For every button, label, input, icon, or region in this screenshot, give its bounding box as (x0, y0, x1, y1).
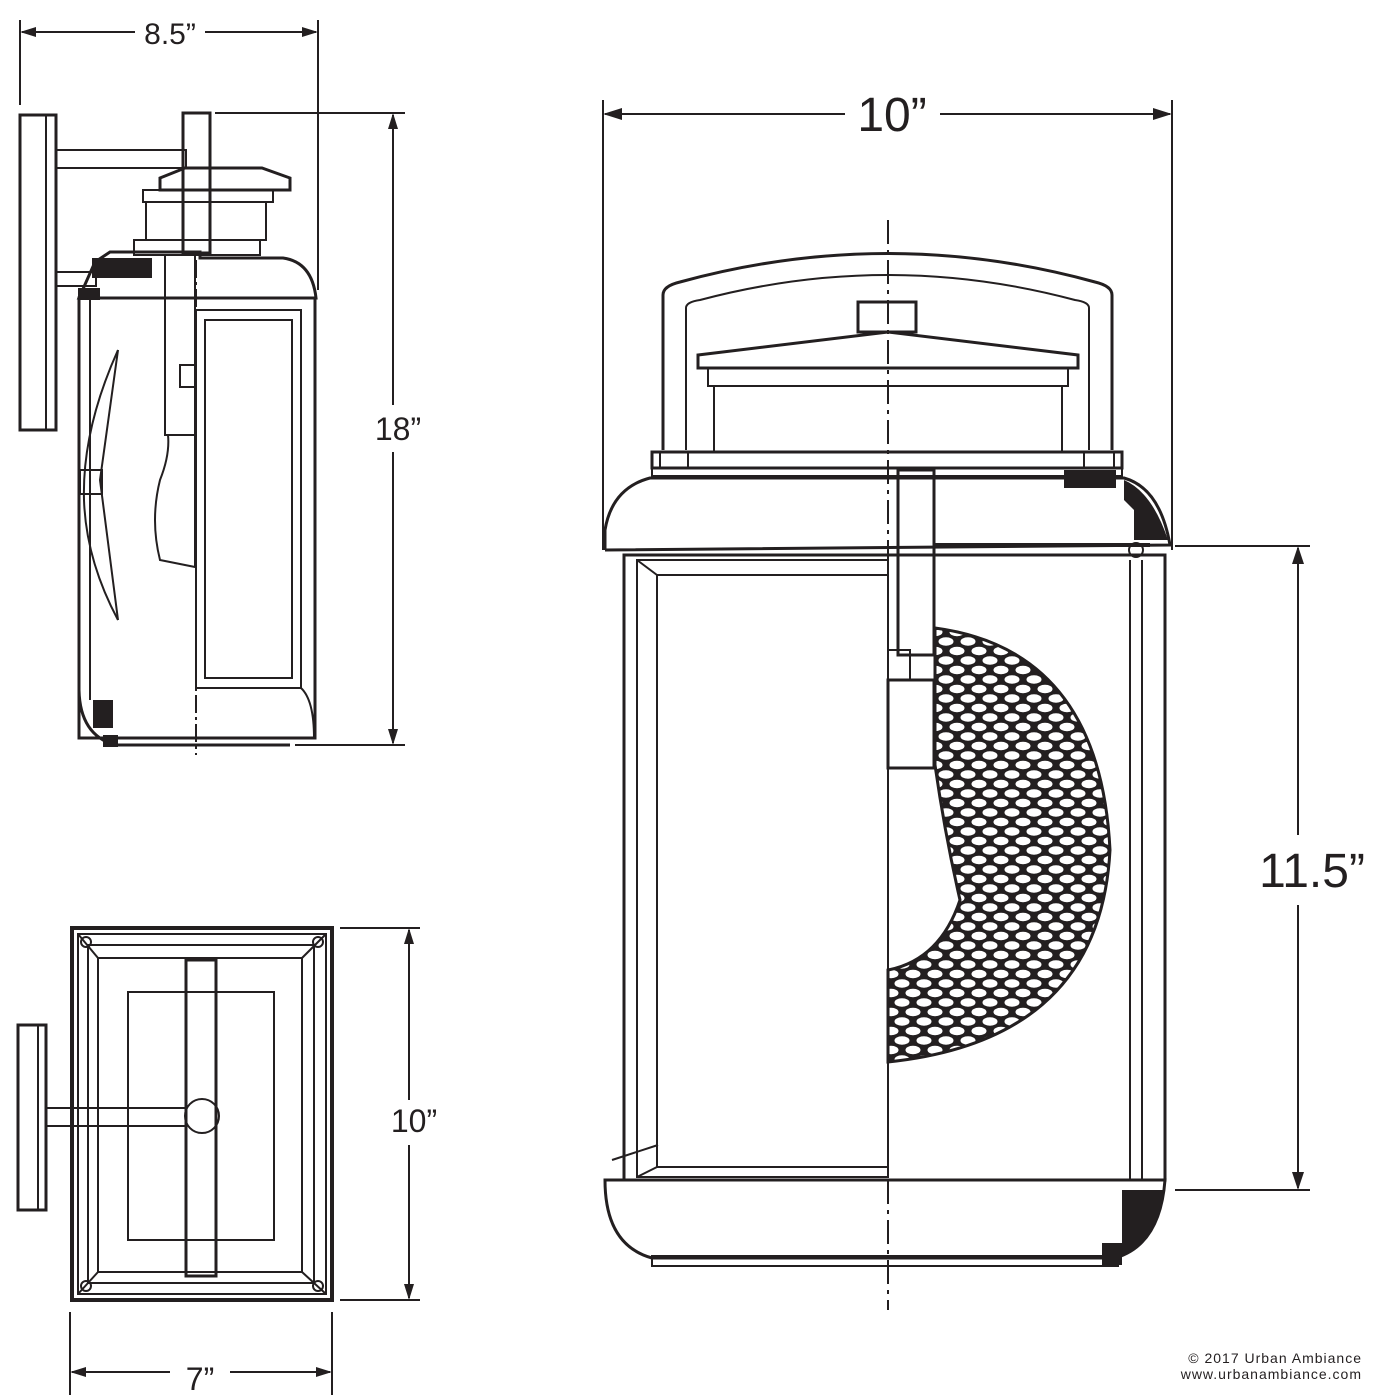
side-width-dimension (19, 20, 319, 290)
top-depth-label: 10” (391, 1103, 437, 1139)
top-width-dimension (69, 1312, 333, 1395)
front-glass-height-dimension (1175, 545, 1310, 1191)
front-glass-panel (611, 559, 889, 1178)
side-body (77, 254, 317, 755)
top-view (16, 926, 420, 1395)
copyright-text: © 2017 Urban Ambiance (1188, 1350, 1362, 1366)
side-cap (133, 166, 292, 256)
copyright-block: © 2017 Urban Ambiance www.urbanambiance.… (1181, 1350, 1362, 1382)
front-bottom-base (603, 1178, 1167, 1267)
side-view (18, 20, 405, 755)
front-width-dimension (602, 100, 1173, 550)
front-socket (886, 468, 936, 770)
front-view (602, 100, 1310, 1310)
front-width-label: 10” (857, 89, 926, 142)
website-text: www.urbanambiance.com (1180, 1366, 1362, 1382)
side-width-label: 8.5” (144, 18, 196, 51)
front-seeded-glass-shade (886, 626, 1112, 1064)
side-wall-plate (18, 113, 58, 432)
side-height-label: 18” (375, 411, 421, 447)
top-width-label: 7” (186, 1361, 214, 1397)
side-arm (55, 149, 187, 287)
side-height-dimension (215, 112, 405, 746)
front-glass-height-label: 11.5” (1259, 845, 1365, 898)
top-depth-dimension (340, 927, 420, 1301)
